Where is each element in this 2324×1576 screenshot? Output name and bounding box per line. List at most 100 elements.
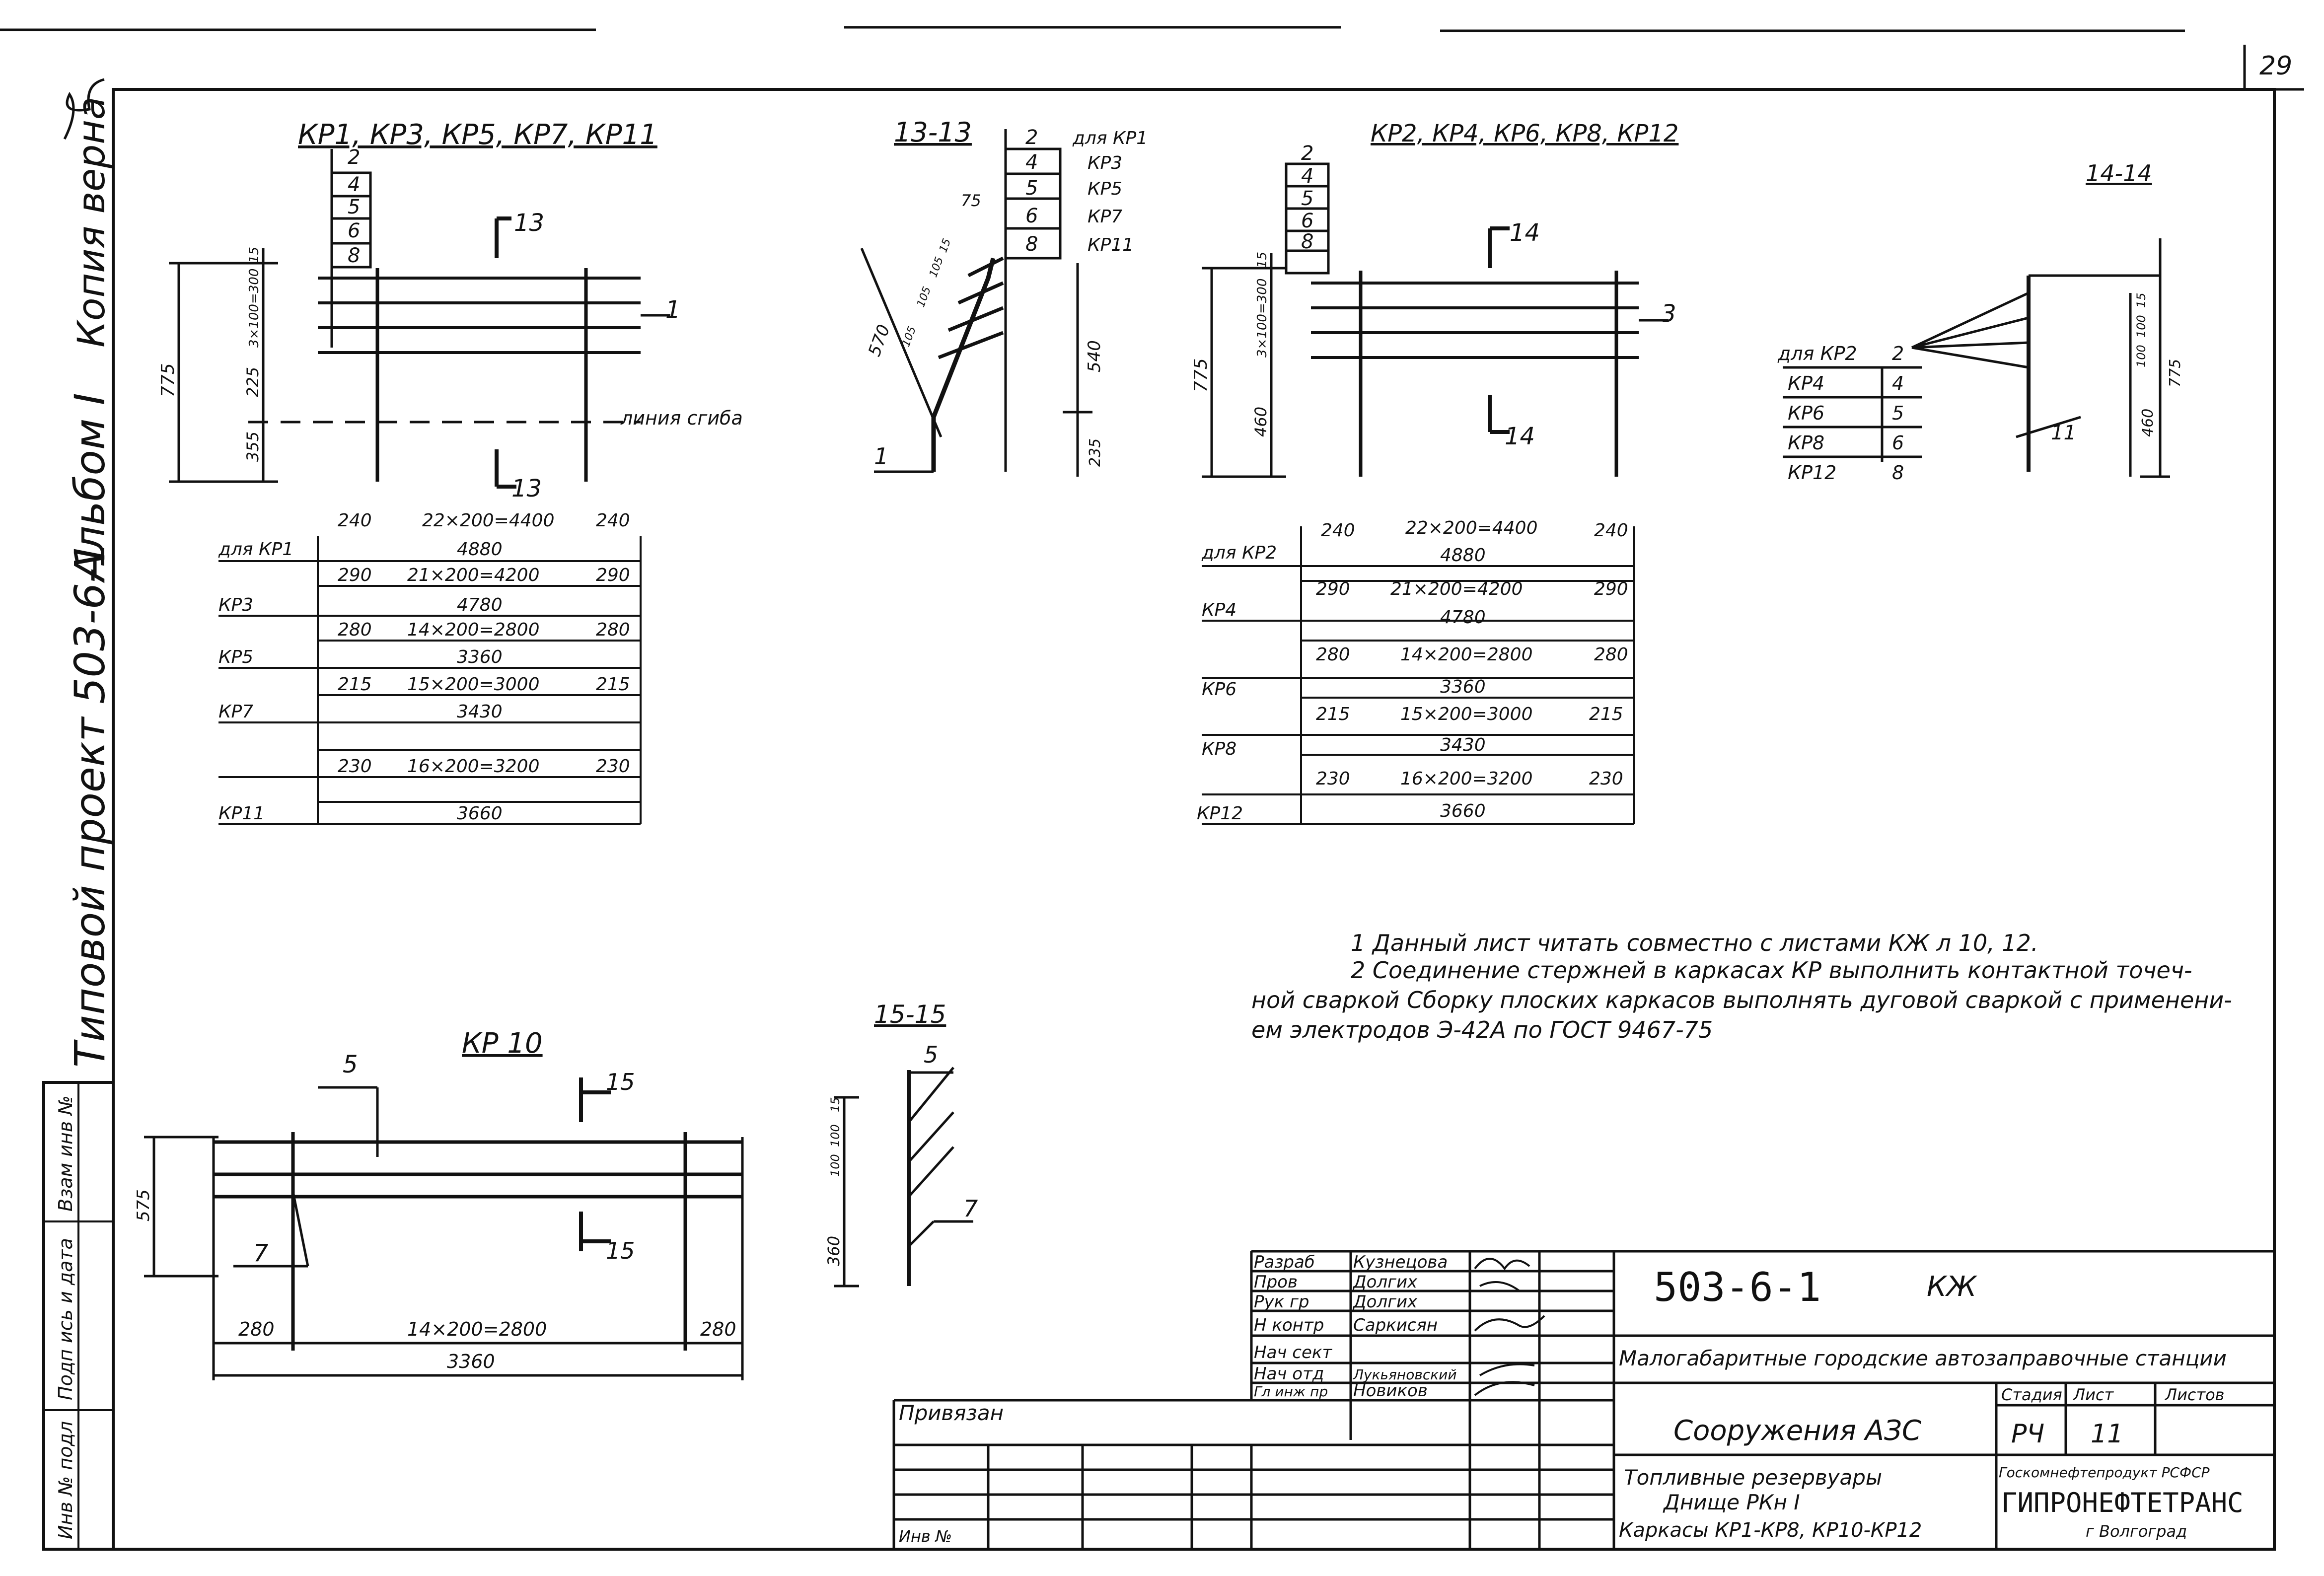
stamp-inv: Инв № подл — [55, 1421, 76, 1539]
note-1: 1 Данный лист читать совместно с листами… — [1351, 930, 2038, 956]
section-14-14: 14-14 для КР2 2 КР4 4 КР6 5 КР8 6 КР12 8 — [1777, 160, 2184, 484]
kp1-row2-total: 4780 — [457, 595, 503, 615]
kp2-row2-left: 290 — [1316, 579, 1350, 599]
sec13-dim-15: 15 — [937, 237, 953, 254]
kp10-pos-5: 5 — [343, 1051, 358, 1078]
kp10-dim-right: 280 — [700, 1318, 736, 1340]
sec13-bar-8: 8 — [1025, 233, 1038, 256]
notes: 1 Данный лист читать совместно с листами… — [1251, 930, 2232, 1043]
sec13-dim-235: 235 — [1087, 438, 1104, 467]
sec13-legend-kp3: КР3 — [1088, 153, 1122, 173]
kp2-bar-5: 5 — [1301, 187, 1313, 210]
sec14-pos: 11 — [2051, 422, 2076, 444]
kp2-dim-460: 460 — [1251, 407, 1270, 437]
sheet-number: 29 — [2259, 51, 2292, 81]
sec14-legend-kp6: КР6 — [1788, 402, 1824, 424]
kp2-row5-total: 3660 — [1440, 801, 1486, 821]
kp1-row3-left: 280 — [338, 620, 372, 640]
kp1-row2-left: 290 — [338, 565, 372, 585]
kp1-dim-775: 775 — [158, 363, 178, 397]
kp2-row3-mid: 14×200=2800 — [1400, 645, 1532, 665]
kp1-row4-right: 215 — [596, 674, 630, 695]
kp2-dim-300: 3×100=300 — [1255, 279, 1270, 358]
sec14-dim-100a: 100 — [2134, 315, 2148, 338]
kp2-pos: 3 — [1661, 300, 1676, 328]
sec15-dim-360: 360 — [824, 1236, 843, 1266]
name-nkontr: Саркисян — [1353, 1315, 1438, 1335]
sec13-dim-105b: 105 — [915, 285, 934, 309]
section-15-15: 15-15 5 7 15 100 100 360 — [824, 1000, 978, 1288]
sec13-dim-105c: 105 — [927, 255, 946, 279]
kp2-row3-right: 280 — [1594, 645, 1628, 665]
kp1-row2-right: 290 — [596, 565, 630, 585]
sheet-title-1: Топливные резервуары — [1624, 1465, 1882, 1490]
kp1-row1-right: 240 — [596, 510, 630, 531]
note-2: 2 Соединение стержней в каркасах КР выпо… — [1351, 957, 2192, 984]
kp10-section-bottom: 15 — [606, 1237, 635, 1264]
kp1-row5-mid: 16×200=3200 — [407, 756, 539, 777]
object-name: Сооружения АЗС — [1673, 1415, 1921, 1447]
sec15-title: 15-15 — [874, 1000, 946, 1029]
kp1-dim-225: 225 — [243, 367, 262, 397]
kp2-drawing: КР2, КР4, КР6, КР8, КР12 2 4 5 6 8 775 — [1191, 120, 1678, 478]
kp1-row5-left: 230 — [338, 756, 372, 777]
sec13-legend-kp7: КР7 — [1088, 207, 1122, 227]
section-13-13: 13-13 2 4 5 6 8 для КР1 КР3 КР5 КР7 КР11… — [860, 117, 1148, 477]
sec13-legend-kp1: для КР1 — [1072, 128, 1148, 148]
project-label: Типовой проект 503-6-1 — [66, 541, 114, 1068]
role-ruk: Рук гр — [1254, 1292, 1309, 1312]
album-label: Альбом I — [66, 393, 114, 583]
stage-head: Стадия — [2001, 1385, 2062, 1404]
sec14-legend-kp6-bar: 5 — [1892, 402, 1904, 424]
sec14-legend-kp8: КР8 — [1788, 432, 1824, 454]
stage-value: РЧ — [2011, 1419, 2044, 1449]
kp1-section-top: 13 — [514, 209, 544, 237]
sec14-dim-775: 775 — [2167, 359, 2184, 387]
kp10-dim-mid: 14×200=2800 — [407, 1318, 547, 1340]
kp2-dim-15: 15 — [1255, 252, 1270, 268]
name-glinzh: Новиков — [1353, 1381, 1428, 1401]
sec14-legend-kp4-bar: 4 — [1892, 372, 1904, 394]
kp2-row5-right: 230 — [1589, 769, 1623, 789]
kp1-row5-right: 230 — [596, 756, 630, 777]
sec13-bar-2: 2 — [1025, 126, 1038, 149]
sec15-dim-100a: 100 — [828, 1124, 842, 1147]
kp2-bar-8: 8 — [1301, 230, 1313, 253]
side-strip: Типовой проект 503-6-1 Альбом I Копия ве… — [55, 78, 114, 1539]
copy-mark: Копия верна — [69, 97, 113, 348]
sec14-dim-100b: 100 — [2134, 345, 2148, 367]
role-razrab: Разраб — [1254, 1252, 1315, 1272]
signature-mark — [63, 78, 105, 140]
sheet-title-3: Каркасы КР1-КР8, КР10-КР12 — [1619, 1519, 1922, 1542]
org-line-2: ГИПРОНЕФТЕТРАНС — [2001, 1487, 2244, 1518]
kp2-row4-mid: 15×200=3000 — [1400, 704, 1532, 724]
kp2-bar-2: 2 — [1301, 142, 1313, 165]
kp2-row2-total: 4780 — [1440, 607, 1486, 628]
sec14-legend-kp12-bar: 8 — [1892, 462, 1904, 484]
kp2-table: для КР2 240 22×200=4400 240 4880 КР4 290… — [1197, 518, 1635, 825]
sec15-pos-7: 7 — [963, 1195, 978, 1222]
kp10-total: 3360 — [447, 1351, 495, 1372]
kp2-row5-label: КР12 — [1197, 803, 1243, 824]
kp2-dim-775: 775 — [1191, 358, 1211, 392]
kp2-title: КР2, КР4, КР6, КР8, КР12 — [1371, 120, 1678, 147]
kp1-bend-line: линия сгиба — [620, 407, 743, 429]
sec14-legend-kp2-bar: 2 — [1892, 343, 1904, 364]
kp2-bar-4: 4 — [1301, 165, 1313, 188]
sec13-legend-kp11: КР11 — [1088, 235, 1134, 255]
sheet-value: 11 — [2091, 1419, 2123, 1449]
sec13-title: 13-13 — [894, 117, 972, 148]
kp1-row3-mid: 14×200=2800 — [407, 620, 539, 640]
sec14-legend-kp8-bar: 6 — [1892, 432, 1904, 454]
kp10-drawing: КР 10 5 7 15 15 575 280 — [134, 1027, 744, 1380]
kp1-row1-left: 240 — [338, 510, 372, 531]
role-nachsekt: Нач сект — [1254, 1343, 1332, 1362]
kp1-row4-mid: 15×200=3000 — [407, 674, 539, 695]
kp2-row4-right: 215 — [1589, 704, 1623, 724]
sec15-dim-15: 15 — [828, 1097, 842, 1112]
name-nachotd: Лукьяновский — [1353, 1366, 1457, 1383]
mark: КЖ — [1927, 1271, 1978, 1303]
kp1-dim-15: 15 — [247, 247, 262, 263]
role-glinzh: Гл инж пр — [1254, 1383, 1328, 1400]
kp1-row5-label: КР11 — [218, 803, 265, 824]
